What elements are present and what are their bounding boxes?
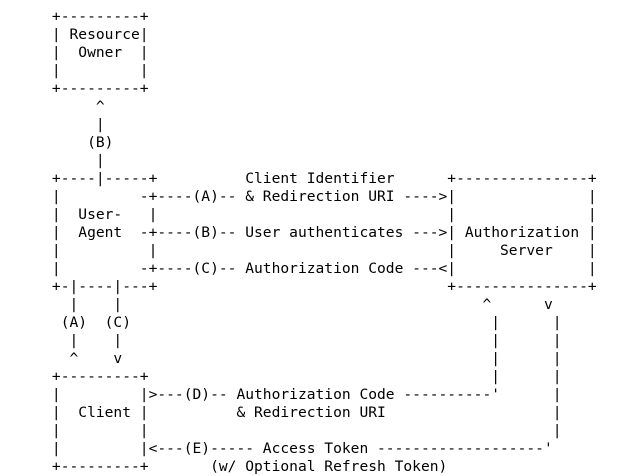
ascii-line-8: (B)	[8, 134, 114, 151]
ascii-line-16: +-|----|---+ +---------------+	[8, 278, 597, 295]
ascii-line-20: ^ v | |	[8, 350, 562, 367]
ascii-line-4: | |	[8, 62, 149, 79]
ascii-line-25: | |<---(E)----- Access Token -----------…	[8, 440, 553, 457]
ascii-line-14: | | | Server |	[8, 242, 597, 259]
ascii-line-10: +----|-----+ Client Identifier +--------…	[8, 170, 597, 187]
ascii-line-1: +---------+	[8, 8, 149, 25]
ascii-line-15: | -+----(C)-- Authorization Code ---<| |	[8, 260, 597, 277]
ascii-line-6: ^	[8, 98, 105, 115]
ascii-line-9: |	[8, 152, 105, 169]
ascii-line-13: | Agent -+----(B)-- User authenticates -…	[8, 224, 597, 241]
ascii-line-2: | Resource|	[8, 26, 149, 43]
ascii-line-18: (A) (C) | |	[8, 314, 562, 331]
ascii-line-11: | -+----(A)-- & Redirection URI ---->| |	[8, 188, 597, 205]
ascii-line-3: | Owner |	[8, 44, 149, 61]
ascii-line-19: | | | |	[8, 332, 562, 349]
ascii-line-5: +---------+	[8, 80, 149, 97]
ascii-line-23: | Client | & Redirection URI |	[8, 404, 562, 421]
ascii-line-12: | User- | | |	[8, 206, 597, 223]
ascii-line-26: +---------+ (w/ Optional Refresh Token)	[8, 458, 448, 475]
ascii-line-24: | | |	[8, 422, 562, 439]
ascii-line-17: | | ^ v	[8, 296, 553, 313]
ascii-line-7: |	[8, 116, 105, 133]
ascii-line-22: | |>---(D)-- Authorization Code --------…	[8, 386, 562, 403]
ascii-line-21: +---------+ | |	[8, 368, 562, 385]
